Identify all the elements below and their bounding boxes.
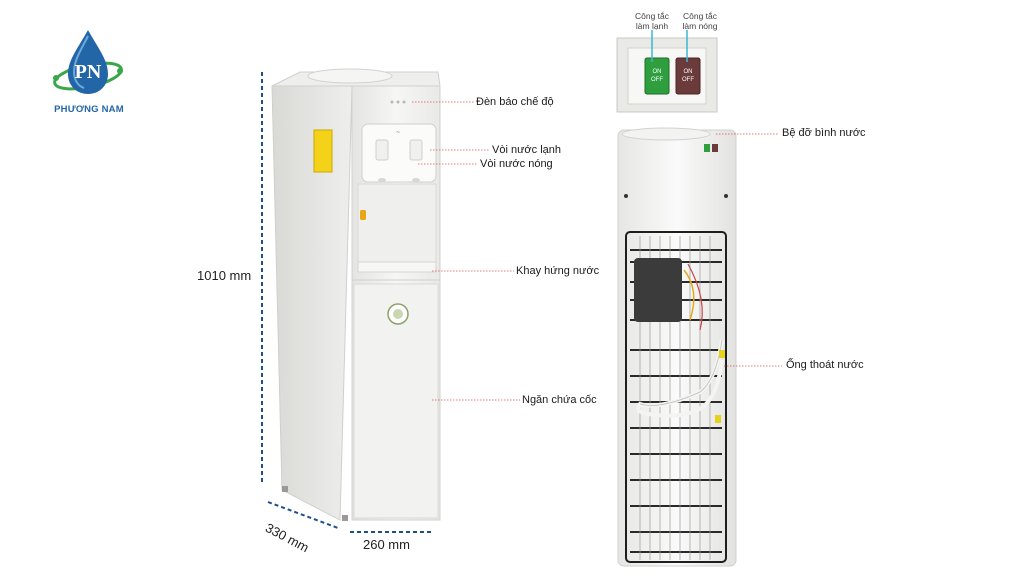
front-dispenser: ~ xyxy=(271,68,441,521)
callout-bottle-holder: Bệ đỡ bình nước xyxy=(782,127,866,139)
cold-switch-text: ON OFF xyxy=(651,69,663,83)
hot-switch-text: ON OFF xyxy=(682,69,694,83)
hot-switch-label: Công tắc làm nóng xyxy=(682,11,718,31)
callout-cup-compartment: Ngăn chứa cốc xyxy=(522,394,597,406)
height-label: 1010 mm xyxy=(197,268,252,283)
water-drop-icon xyxy=(68,30,108,94)
safety-lock xyxy=(360,210,366,220)
depth-dimension-line xyxy=(267,501,339,529)
tap-module xyxy=(361,123,437,183)
brand-logo: PN xyxy=(48,26,128,118)
logo-monogram: PN xyxy=(75,61,102,83)
hot-switch xyxy=(675,57,701,95)
callout-drip-tray: Khay hứng nước xyxy=(516,265,600,277)
callout-indicator-light: Đèn báo chế độ xyxy=(476,96,554,108)
callout-drain-pipe: Ống thoát nước xyxy=(786,359,864,371)
svg-text:~: ~ xyxy=(396,130,400,136)
indicator-light xyxy=(390,100,394,104)
logo-brand-name: PHƯƠNG NAM xyxy=(54,104,124,115)
condenser-coil xyxy=(625,231,727,563)
cold-tap xyxy=(375,139,389,161)
drip-tray xyxy=(357,261,437,273)
rear-dispenser xyxy=(617,127,737,567)
warning-sticker xyxy=(313,129,333,173)
bottle-seat xyxy=(307,68,393,84)
callout-hot-tap: Vòi nước nóng xyxy=(480,158,553,170)
hot-tap xyxy=(409,139,423,161)
compressor xyxy=(634,258,682,322)
switch-panel-inset xyxy=(616,30,718,113)
width-label: 260 mm xyxy=(363,537,410,552)
cold-switch xyxy=(644,57,670,95)
cold-switch-label: Công tắc làm lạnh xyxy=(634,11,670,31)
callout-cold-tap: Vòi nước lạnh xyxy=(492,144,562,156)
